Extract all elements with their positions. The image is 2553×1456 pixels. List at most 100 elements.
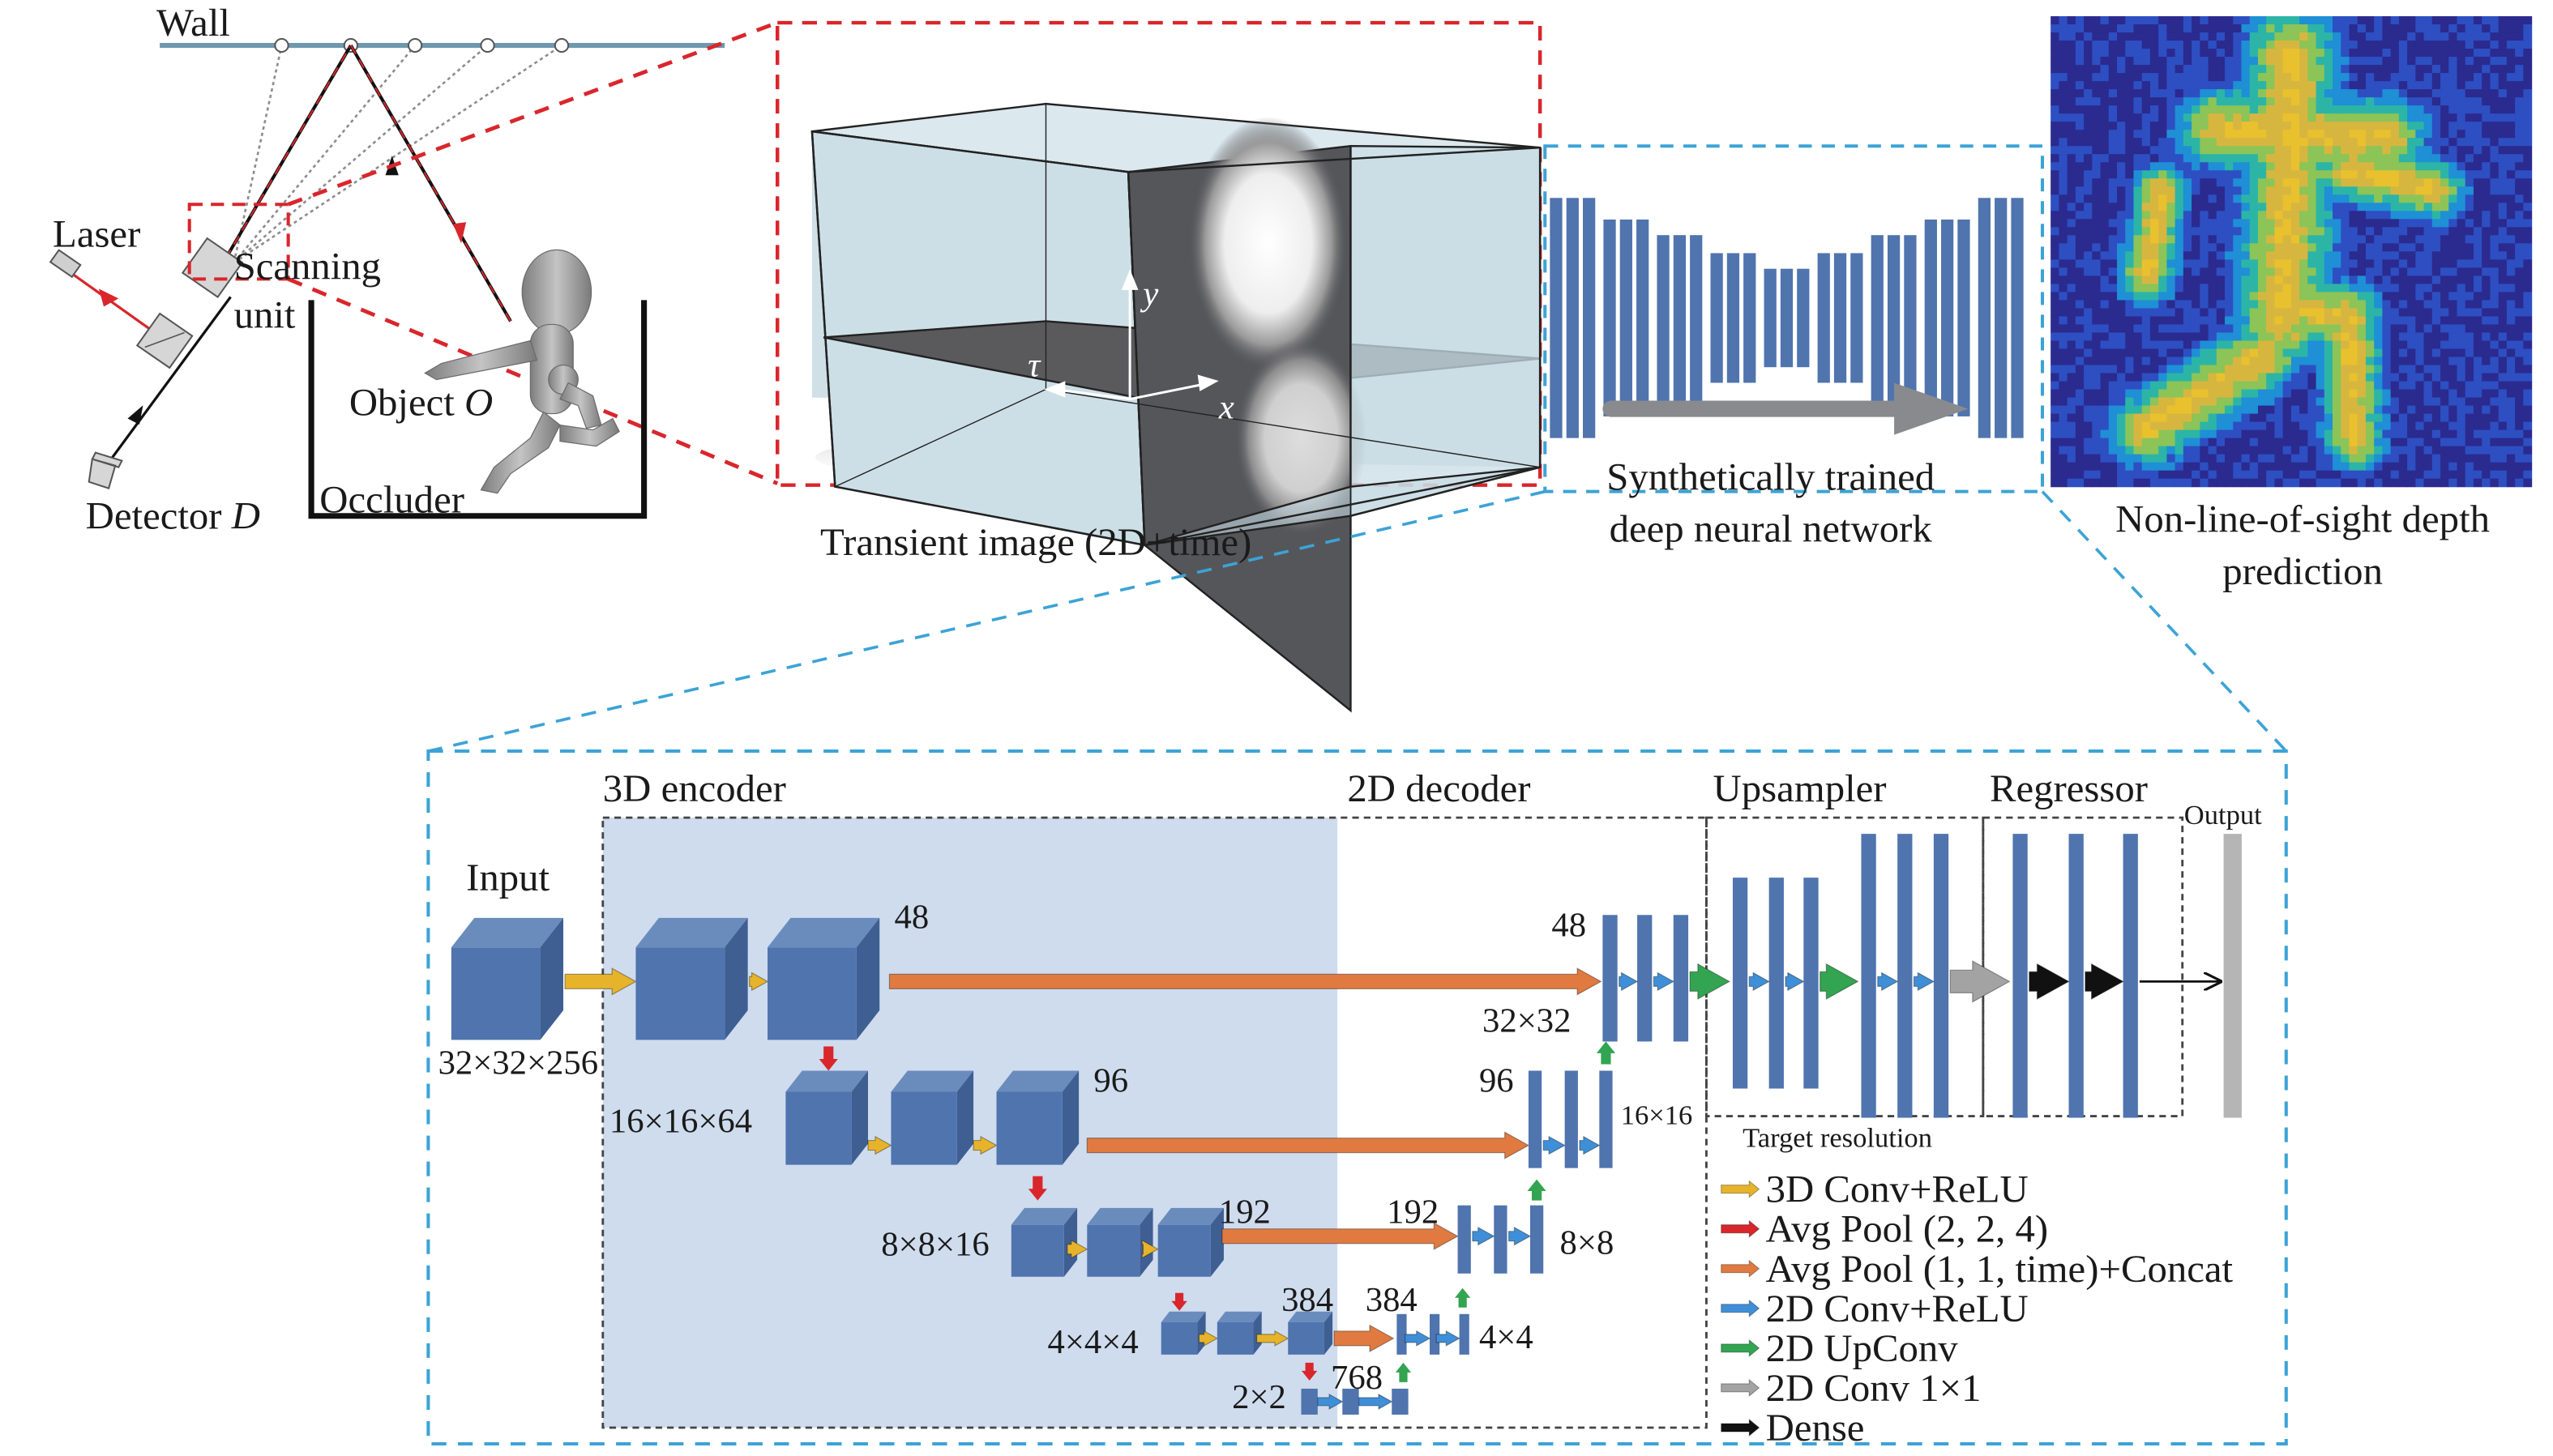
heatmap-cell: [2133, 429, 2143, 439]
heatmap-cell: [2125, 162, 2135, 171]
heatmap-cell: [2092, 340, 2102, 350]
heatmap-cell: [2523, 373, 2533, 382]
heatmap-cell: [2257, 162, 2267, 171]
heatmap-cell: [2465, 57, 2474, 66]
heatmap-cell: [2457, 340, 2466, 350]
heatmap-cell: [2282, 130, 2292, 139]
heatmap-cell: [2149, 421, 2159, 431]
heatmap-cell: [2216, 373, 2226, 382]
heatmap-cell: [2440, 178, 2449, 187]
heatmap-cell: [2382, 348, 2392, 358]
heatmap-cell: [2141, 105, 2151, 114]
heatmap-cell: [2067, 421, 2076, 431]
heatmap-cell: [2382, 97, 2392, 106]
heatmap-cell: [2523, 219, 2533, 228]
heatmap-cell: [2506, 373, 2516, 382]
heatmap-cell: [2290, 300, 2300, 310]
heatmap-cell: [2208, 73, 2217, 82]
heatmap-cell: [2324, 267, 2333, 276]
heatmap-cell: [2183, 49, 2192, 58]
heatmap-cell: [2324, 332, 2333, 342]
heatmap-cell: [2075, 373, 2085, 382]
heatmap-cell: [2365, 178, 2375, 187]
heatmap-cell: [2498, 357, 2508, 366]
heatmap-cell: [2158, 81, 2168, 90]
heatmap-cell: [2208, 365, 2217, 374]
heatmap-cell: [2465, 32, 2474, 41]
heatmap-cell: [2448, 41, 2458, 49]
laser-label: Laser: [53, 213, 140, 256]
heatmap-cell: [2225, 81, 2234, 90]
heatmap-cell: [2398, 113, 2408, 122]
heatmap-cell: [2390, 470, 2400, 480]
heatmap-cell: [2067, 267, 2076, 276]
heatmap-cell: [2498, 381, 2508, 391]
heatmap-cell: [2431, 413, 2441, 423]
heatmap-cell: [2075, 130, 2085, 139]
heatmap-cell: [2465, 73, 2474, 82]
heatmap-cell: [2515, 381, 2524, 391]
heatmap-cell: [2175, 146, 2184, 155]
block-side-face: [1140, 1207, 1153, 1277]
heatmap-cell: [2075, 57, 2085, 66]
heatmap-cell: [2208, 267, 2217, 276]
heatmap-cell: [2183, 348, 2192, 358]
heatmap-cell: [2059, 316, 2068, 326]
conv3d-block: [768, 917, 880, 1040]
heatmap-cell: [2431, 284, 2441, 293]
heatmap-cell: [2357, 340, 2367, 350]
heatmap-cell: [2457, 348, 2466, 358]
heatmap-cell: [2398, 105, 2408, 114]
heatmap-cell: [2374, 16, 2384, 25]
heatmap-cell: [2473, 300, 2482, 310]
heatmap-cell: [2266, 16, 2276, 25]
heatmap-cell: [2084, 300, 2093, 310]
heatmap-cell: [2523, 57, 2533, 66]
heatmap-cell: [2473, 41, 2482, 49]
output-bar: [2223, 834, 2242, 1118]
heatmap-cell: [2431, 89, 2441, 98]
heatmap-cell: [2192, 438, 2200, 447]
heatmap-cell: [2423, 73, 2433, 82]
heatmap-cell: [2175, 462, 2184, 472]
heatmap-cell: [2100, 32, 2110, 41]
heatmap-cell: [2423, 275, 2433, 284]
heatmap-cell: [2374, 130, 2384, 139]
heatmap-cell: [2183, 308, 2192, 318]
heatmap-cell: [2216, 446, 2226, 455]
heatmap-cell: [2141, 292, 2151, 301]
heatmap-cell: [2490, 438, 2500, 447]
heatmap-cell: [2282, 405, 2292, 415]
heatmap-cell: [2498, 32, 2508, 41]
heatmap-cell: [2067, 178, 2076, 187]
heatmap-cell: [2208, 373, 2217, 382]
heatmap-cell: [2059, 243, 2068, 252]
heatmap-cell: [2059, 105, 2068, 114]
heatmap-cell: [2225, 16, 2234, 25]
heatmap-cell: [2506, 438, 2516, 447]
heatmap-cell: [2100, 389, 2110, 399]
heatmap-cell: [2316, 235, 2325, 244]
heatmap-cell: [2108, 235, 2118, 244]
heatmap-cell: [2092, 41, 2102, 49]
heatmap-cell: [2059, 251, 2068, 260]
heatmap-cell: [2216, 146, 2226, 155]
heatmap-cell: [2158, 130, 2168, 139]
heatmap-cell: [2166, 300, 2176, 310]
heatmap-cell: [2166, 73, 2176, 82]
heatmap-cell: [2506, 122, 2516, 130]
heatmap-cell: [2299, 211, 2308, 220]
heatmap-cell: [2175, 162, 2184, 171]
heatmap-cell: [2067, 397, 2076, 407]
heatmap-cell: [2075, 113, 2085, 122]
heatmap-cell: [2158, 41, 2168, 49]
heatmap-cell: [2382, 259, 2392, 268]
heatmap-cell: [2233, 97, 2243, 106]
heatmap-cell: [2175, 438, 2184, 447]
heatmap-cell: [2125, 324, 2135, 334]
dec-size-2: 8×8: [1560, 1224, 1614, 1262]
heatmap-cell: [2316, 332, 2325, 342]
heatmap-cell: [2208, 454, 2217, 463]
heatmap-cell: [2249, 73, 2259, 82]
heatmap-cell: [2307, 308, 2317, 318]
